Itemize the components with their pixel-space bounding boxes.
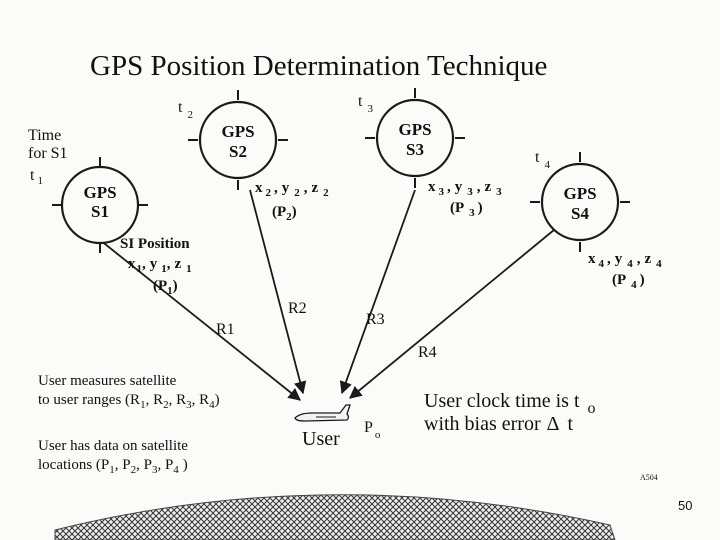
satellite-s2: GPS S2 [188,90,288,190]
satellite-s4: GPS S4 [530,152,630,252]
satellite-s3: GPS S3 [365,88,465,188]
measures-note-line2: to user ranges (R1, R2, R3, R4) [38,392,220,411]
satellite-s2-line1: GPS [221,122,254,141]
page-number: 50 [678,498,692,513]
data-note-line2: locations (P1, P2, P3, P4) [38,457,188,476]
range-line-r2 [249,189,307,395]
earth-surface [54,494,616,540]
p1-label: (P1) [153,278,178,297]
satellite-s4-line2: S4 [571,204,589,223]
range-line-r1 [99,239,301,401]
satellite-s2-line2: S2 [229,142,247,161]
si-position-label: SI Position [120,236,190,252]
page-title: GPS Position Determination Technique [90,50,547,82]
satellite-s1-line1: GPS [83,183,116,202]
airplane-icon [294,404,351,422]
for-s1-label: for S1 [28,145,68,162]
satellite-s1-line2: S1 [91,202,109,221]
user-label: User [302,428,340,450]
satellite-s1: GPS S1 [52,157,148,253]
range-label-r4: R4 [418,344,437,361]
range-label-r1: R1 [216,321,235,338]
figure-code: A504 [640,473,658,482]
measures-note-line1: User measures satellite [38,373,177,389]
satellite-s3-line2: S3 [406,140,424,159]
range-label-r2: R2 [288,300,307,317]
time-label: Time [28,127,61,144]
range-label-r3: R3 [366,311,385,328]
range-line-r3 [339,189,416,395]
p2-label: (P2) [272,204,297,223]
satellite-s4-line1: GPS [563,184,596,203]
satellite-s3-line1: GPS [398,120,431,139]
data-note-line1: User has data on satellite [38,438,188,454]
range-line-r4 [349,224,561,399]
